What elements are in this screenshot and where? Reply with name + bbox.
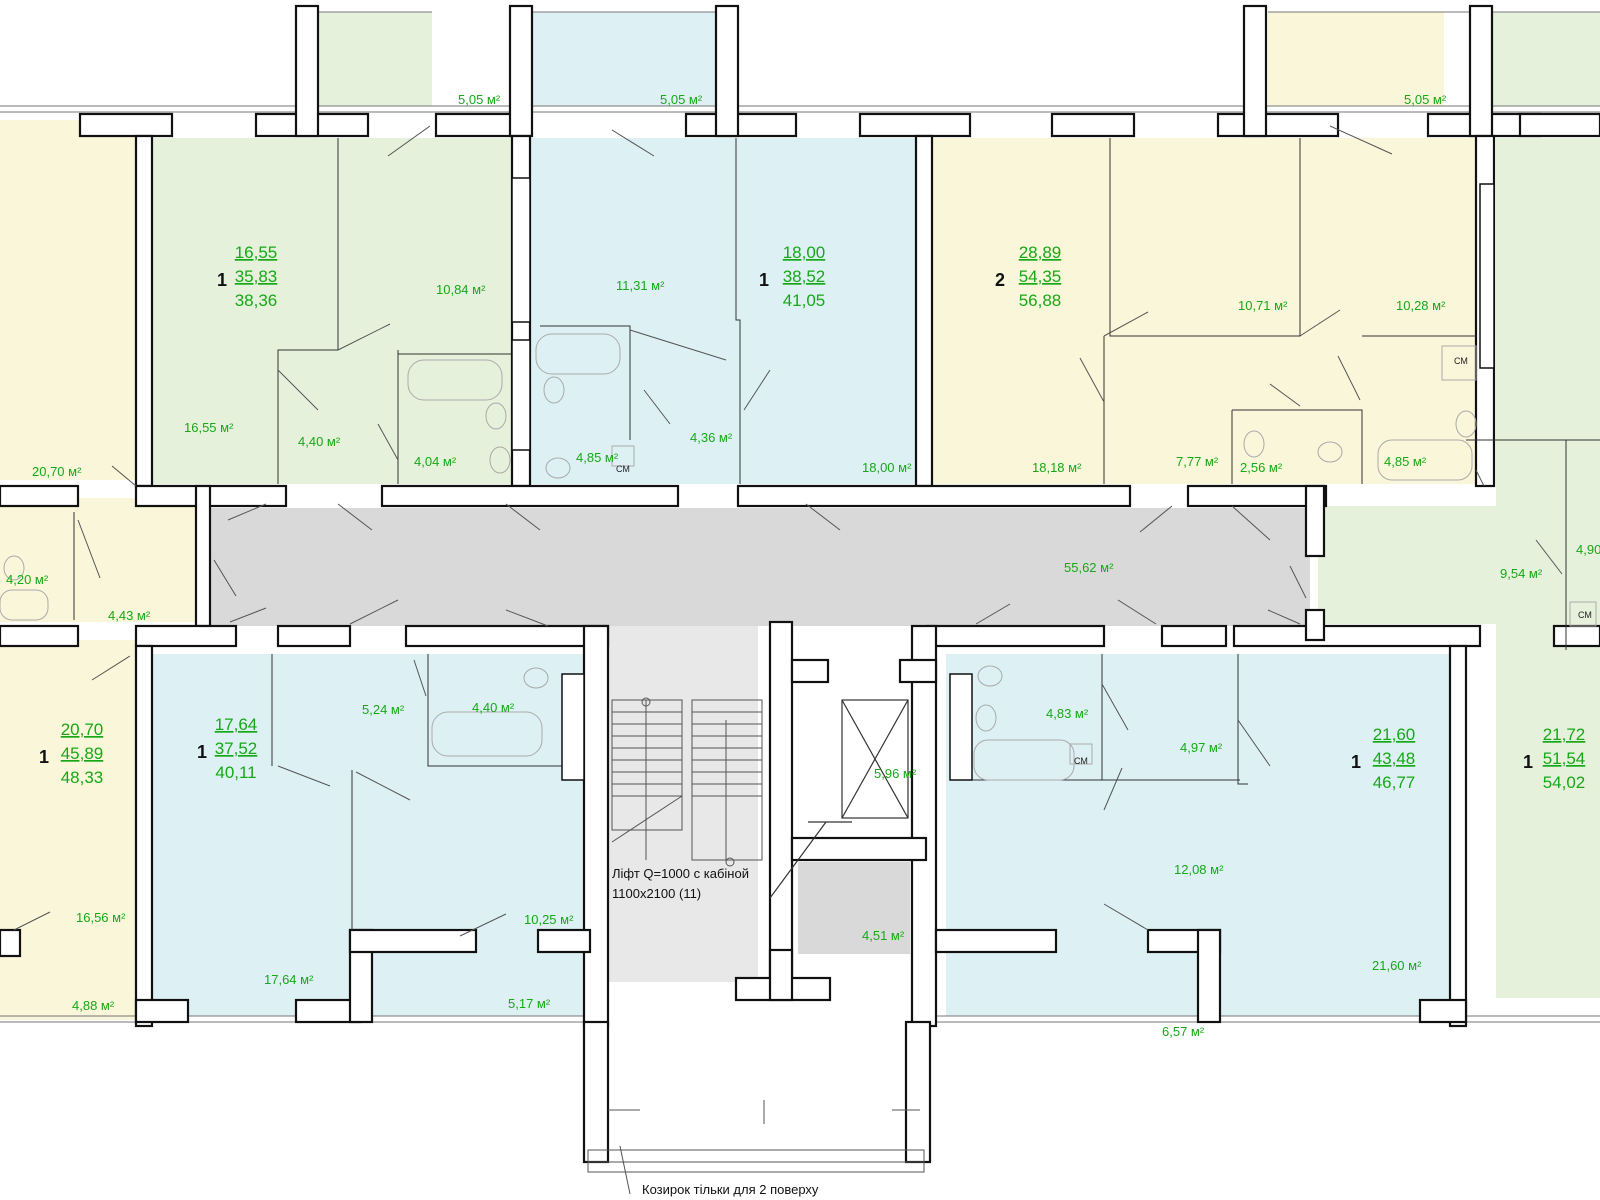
apt-top-right-area-2: 56,88 [1019,291,1062,310]
apt-left-area-2: 48,33 [61,768,104,787]
room-area-9-54: 9,54 м² [1500,566,1543,581]
corridor-fill [210,508,1310,626]
room-area-4-88: 4,88 м² [72,998,115,1013]
room-area-16-55: 16,55 м² [184,420,234,435]
room-area-4-51: 4,51 м² [862,928,905,943]
apt-far-right-fill-2 [1318,506,1498,624]
apt-bottom-right-area-0: 21,60 [1373,725,1416,744]
washer-label-4: СМ [1074,756,1088,766]
room-area-7-77: 7,77 м² [1176,454,1219,469]
lift-size-label: 1100х2100 (11) [612,886,701,901]
apt-top-right-area-0: 28,89 [1019,243,1062,262]
room-area-16-56: 16,56 м² [76,910,126,925]
apt-top-center-area-2: 41,05 [783,291,826,310]
room-area-4-43: 4,43 м² [108,608,151,623]
apt-top-right-area-1: 54,35 [1019,267,1062,286]
room-area-4-36: 4,36 м² [690,430,733,445]
balcony-area-1: 5,05 м² [458,92,501,107]
balcony-fill-4 [1492,12,1600,106]
room-area-11-31: 11,31 м² [616,278,665,293]
apt-bottom-left-room-count: 1 [197,742,207,762]
room-area-2-56: 2,56 м² [1240,460,1283,475]
lift-label: Ліфт Q=1000 с кабіной [612,866,749,881]
apt-bottom-right-area-2: 46,77 [1373,773,1416,792]
apt-bottom-right-area-1: 43,48 [1373,749,1416,768]
apt-top-left-area-1: 35,83 [235,267,278,286]
room-area-5-96: 5,96 м² [874,766,917,781]
apt-left-room-count: 1 [39,747,49,767]
vestibule-fill [798,862,910,954]
apt-top-left-fill [152,138,512,484]
balcony-fill-1 [318,12,432,106]
apt-far-right-area-1: 51,54 [1543,749,1586,768]
stairs [611,697,763,867]
apt-left-area-0: 20,70 [61,720,104,739]
room-area-10-84: 10,84 м² [436,282,486,297]
fixtures [0,333,1597,781]
door-swings [13,125,1563,937]
apt-top-left-room-count: 1 [217,270,227,290]
room-area-20-70: 20,70 м² [32,464,82,479]
washer-label-2: СМ [1454,356,1468,366]
room-area-17-64: 17,64 м² [264,972,314,987]
room-area-10-71: 10,71 м² [1238,298,1288,313]
apt-top-center-area-0: 18,00 [783,243,826,262]
lift-car [769,699,909,899]
corridor-area: 55,62 м² [1064,560,1114,575]
room-area-4-40: 4,40 м² [298,434,341,449]
apt-left-fill [0,120,136,480]
room-area-12-08: 12,08 м² [1174,862,1224,877]
apt-far-right-room-count: 1 [1523,752,1533,772]
apt-top-right-fill [930,138,1478,484]
room-area-5-24: 5,24 м² [362,702,405,717]
room-area-10-25: 10,25 м² [524,912,574,927]
apt-top-center-fill [530,138,916,484]
balcony-area-2: 5,05 м² [660,92,703,107]
canopy-label: Козирок тільки для 2 поверху [642,1182,819,1197]
room-area-4-90: 4,90 [1576,542,1600,557]
apt-bottom-left-area-0: 17,64 [215,715,258,734]
room-area-4-85a: 4,85 м² [576,450,619,465]
room-area-18-00: 18,00 м² [862,460,912,475]
room-area-4-40b: 4,40 м² [472,700,515,715]
apt-bottom-left-area-2: 40,11 [215,763,256,782]
walls [0,4,1600,1164]
room-area-4-97: 4,97 м² [1180,740,1223,755]
balcony-fill-2 [532,12,716,106]
room-area-4-83: 4,83 м² [1046,706,1089,721]
annotations: СМ СМ СМ СМ Ліфт Q=1000 с кабіной 1100х2… [612,356,1592,1197]
apt-far-right-fill [1496,138,1600,998]
room-area-21-60: 21,60 м² [1372,958,1422,973]
apt-top-center-area-1: 38,52 [783,267,826,286]
balcony-area-3: 5,05 м² [1404,92,1447,107]
stair-fill [608,626,758,982]
apartment-labels: 1 16,55 35,83 38,36 1 18,00 38,52 41,05 2 28,89 54… [39,243,1585,792]
washer-label-1: СМ [616,464,630,474]
room-area-18-18: 18,18 м² [1032,460,1082,475]
apt-far-right-area-2: 54,02 [1543,773,1586,792]
room-area-labels: 5,05 м² 5,05 м² 5,05 м² 10,84 м² 16,55 м… [6,92,1600,1039]
balcony-fill-3 [1268,12,1444,106]
room-area-4-04: 4,04 м² [414,454,457,469]
room-area-4-85b: 4,85 м² [1384,454,1427,469]
apt-top-left-area-2: 38,36 [235,291,278,310]
apt-bottom-right-room-count: 1 [1351,752,1361,772]
room-area-4-20: 4,20 м² [6,572,49,587]
apt-far-right-area-0: 21,72 [1543,725,1586,744]
room-fills [0,12,1600,1020]
apt-left-area-1: 45,89 [61,744,104,763]
apt-bottom-left-area-1: 37,52 [215,739,258,758]
room-area-6-57: 6,57 м² [1162,1024,1205,1039]
apt-top-center-room-count: 1 [759,270,769,290]
room-area-5-17: 5,17 м² [508,996,551,1011]
entrance-canopy [587,1100,925,1195]
apt-top-right-room-count: 2 [995,270,1005,290]
vent-shafts [511,177,1495,781]
apt-left-fill-3 [0,640,136,1020]
room-area-10-28: 10,28 м² [1396,298,1446,313]
apt-top-left-area-0: 16,55 [235,243,278,262]
apt-left-fill-2 [0,498,196,622]
washer-label-3: СМ [1578,610,1592,620]
